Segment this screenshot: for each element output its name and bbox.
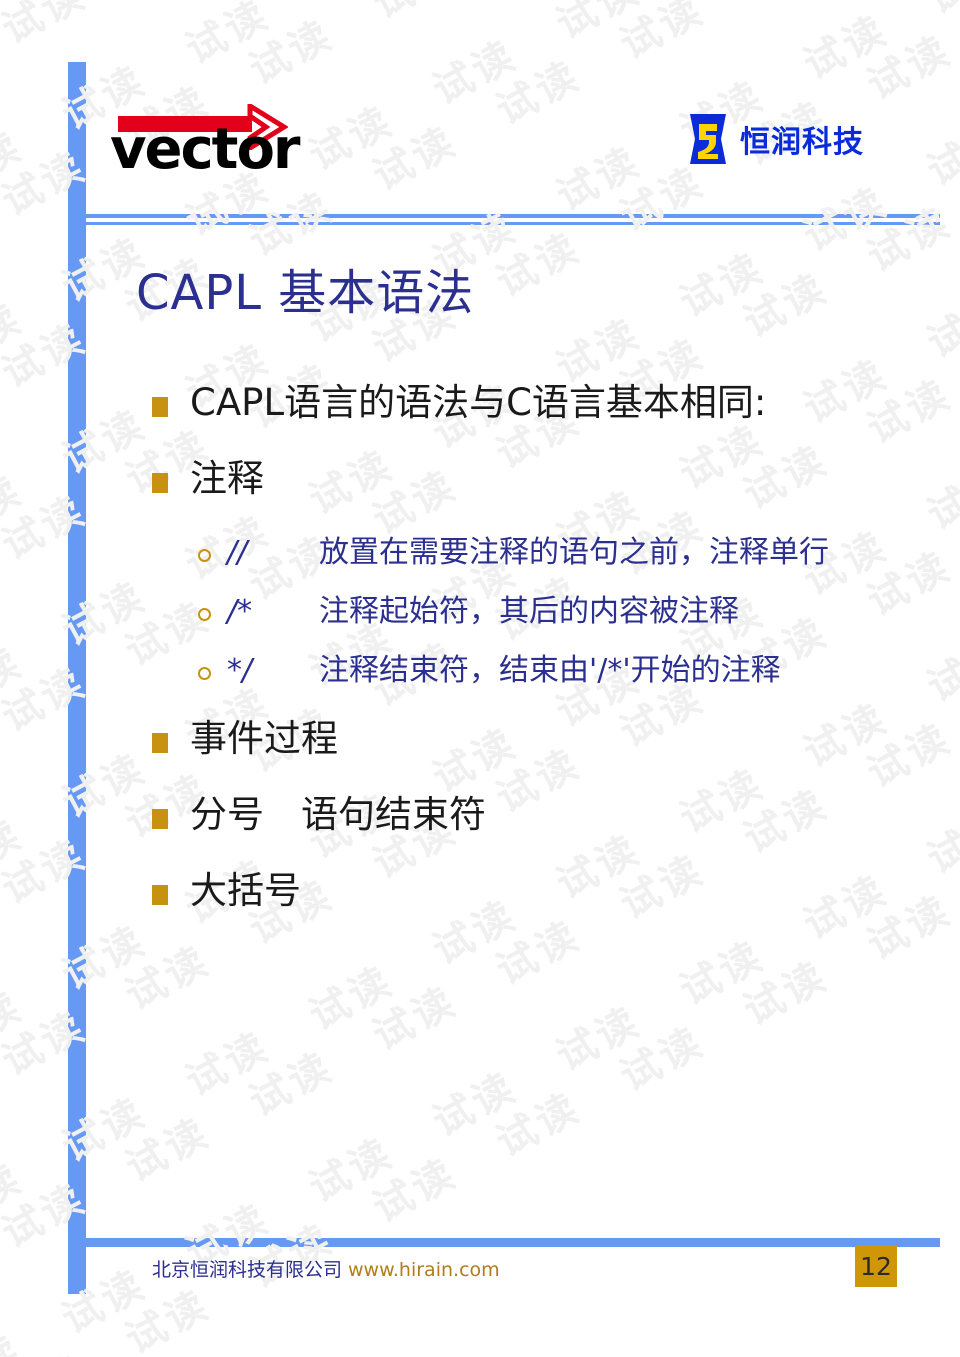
bullet-level2: // 放置在需要注释的语句之前，注释单行 — [86, 533, 896, 572]
bullet-level2-code: /* — [227, 593, 253, 629]
bullet-level1: 事件过程 — [86, 716, 896, 762]
bullet-level1: 分号 语句结束符 — [86, 792, 896, 838]
circle-bullet-icon — [198, 548, 211, 562]
circle-bullet-icon — [198, 607, 211, 621]
page-title: CAPL 基本语法 — [136, 265, 475, 321]
bullet-level1-label: 分号 语句结束符 — [190, 792, 486, 836]
footer-company-name: 北京恒润科技有限公司 — [152, 1259, 343, 1281]
hirain-logo-icon — [690, 114, 726, 164]
hirain-company-name: 恒润科技 — [740, 125, 864, 160]
slide-header: vector 恒润科技 — [86, 78, 870, 210]
bullet-level2-label: 注释起始符，其后的内容被注释 — [319, 593, 739, 629]
header-rule-bottom — [68, 222, 940, 225]
vector-wordmark: vector — [110, 117, 301, 182]
square-bullet-icon — [152, 808, 168, 829]
square-bullet-icon — [152, 885, 168, 905]
left-accent-bar — [68, 62, 86, 1294]
bullet-level2-label: 放置在需要注释的语句之前，注释单行 — [319, 534, 829, 570]
bullet-level2-code: // — [227, 534, 248, 570]
footer-url: www.hirain.com — [348, 1259, 500, 1281]
bullet-level2-label: 注释结束符，结束由'/*'开始的注释 — [319, 652, 781, 688]
footer-rule — [68, 1238, 940, 1247]
bullet-level1-label: 大括号 — [190, 869, 301, 912]
bullet-level1-label: CAPL语言的语法与C语言基本相同: — [190, 381, 767, 424]
square-bullet-icon — [152, 473, 168, 494]
bullet-level1: 注释 — [86, 456, 896, 502]
bullet-level2-code: */ — [227, 652, 253, 688]
hirain-logo: 恒润科技 — [685, 112, 864, 166]
header-rule-top — [68, 214, 940, 218]
bullet-level2: /* 注释起始符，其后的内容被注释 — [86, 592, 896, 631]
bullet-level2: */ 注释结束符，结束由'/*'开始的注释 — [86, 651, 896, 690]
bullet-level1-label: 注释 — [190, 457, 264, 501]
square-bullet-icon — [152, 732, 168, 753]
square-bullet-icon — [152, 397, 168, 417]
bullet-level1: 大括号 — [86, 868, 896, 914]
bullet-level2-group: // 放置在需要注释的语句之前，注释单行 /* 注释起始符，其后的内容被注释 */ 注释结… — [86, 533, 896, 690]
page-number-badge: 12 — [855, 1245, 897, 1287]
slide-content: CAPL语言的语法与C语言基本相同:注释//放置在需要注释的语句之前，注释单行/… — [86, 380, 896, 944]
bullet-level1-label: 事件过程 — [190, 716, 338, 760]
vector-logo: vector — [110, 96, 301, 188]
circle-bullet-icon — [198, 666, 211, 680]
bullet-level1: CAPL语言的语法与C语言基本相同: — [86, 380, 896, 426]
red-arrow-icon — [118, 104, 288, 150]
